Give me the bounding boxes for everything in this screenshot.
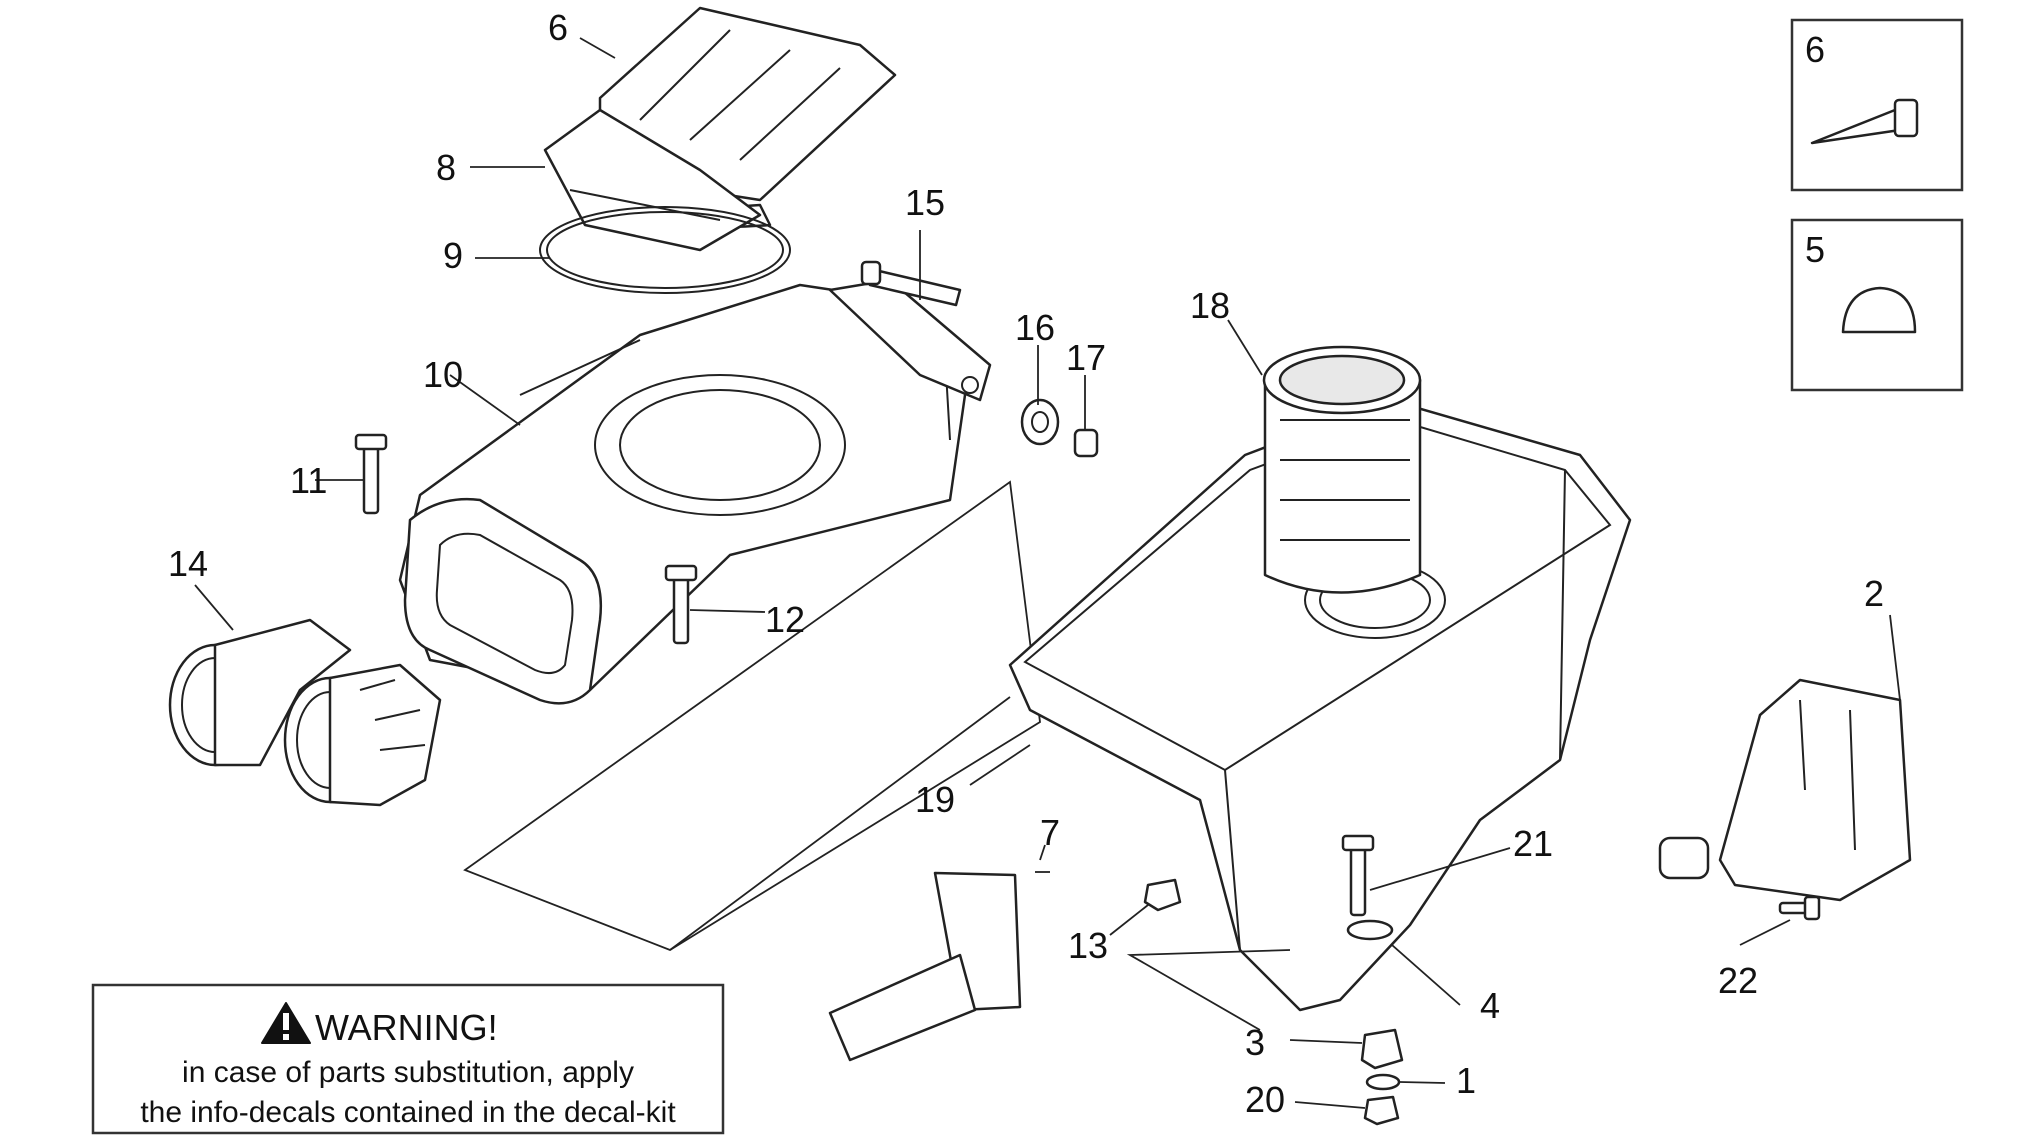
bracket-part [1658, 678, 1912, 902]
grommet-part [1020, 398, 1060, 446]
washer-part [1365, 1073, 1401, 1091]
callout-4: 9 [443, 235, 463, 276]
callout-6-second: 12 [765, 599, 805, 640]
warning-line-2: the info-decals contained in the decal-k… [140, 1096, 676, 1129]
intake-boot-part [168, 618, 442, 807]
callout-9: 15 [905, 182, 945, 223]
callout-21: 6 [1805, 29, 1825, 70]
screw-part [354, 433, 388, 515]
warning-line-1: in case of parts substitution, apply [182, 1056, 634, 1089]
intake-snorkel-part [403, 498, 602, 705]
bushing-part [1073, 428, 1099, 458]
warning-triangle-icon [261, 1002, 311, 1044]
callout-6: 11 [290, 460, 327, 501]
plug-cap-part [1841, 286, 1917, 334]
callout-22: 7 [1040, 812, 1060, 853]
screw-part [664, 564, 698, 645]
nut-part [1143, 878, 1182, 912]
callout-11: 17 [1066, 337, 1106, 378]
leader-lines [194, 37, 1901, 1109]
warning-box: WARNING! in case of parts substitution, … [91, 983, 725, 1135]
washer-part [1346, 919, 1394, 941]
callout-13: 19 [915, 779, 955, 820]
callout-labels: 6 8 9 10 11 12 13 14 15 16 17 18 19 20 2… [168, 7, 1884, 1120]
callout-3: 8 [436, 147, 456, 188]
air-filter-part [1262, 345, 1422, 594]
nut-part [1363, 1095, 1400, 1126]
decal-part [828, 871, 1022, 1062]
grommet-part [1360, 1028, 1404, 1070]
callout-2: 6 [548, 7, 568, 48]
bolt-part [860, 260, 962, 307]
screw-part [1341, 834, 1375, 917]
callout-16: 22 [1718, 960, 1758, 1001]
callout-15: 21 [1513, 823, 1553, 864]
part-box-21 [1790, 18, 1964, 192]
callout-18: 3 [1245, 1022, 1265, 1063]
callout-19: 4 [1480, 985, 1500, 1026]
screw-part [1778, 895, 1821, 921]
callout-8: 14 [168, 543, 208, 584]
callout-12: 18 [1190, 285, 1230, 326]
self-tapping-screw-part [1810, 98, 1919, 145]
warning-title: WARNING! [315, 1007, 498, 1048]
callout-5: 10 [423, 354, 463, 395]
callout-17: 2 [1864, 573, 1884, 614]
callout-20: 5 [1805, 229, 1825, 270]
callout-14: 20 [1245, 1079, 1285, 1120]
callout-10: 16 [1015, 307, 1055, 348]
o-ring-part [539, 206, 791, 294]
callout-7: 13 [1068, 925, 1108, 966]
callout-1: 1 [1456, 1060, 1476, 1101]
